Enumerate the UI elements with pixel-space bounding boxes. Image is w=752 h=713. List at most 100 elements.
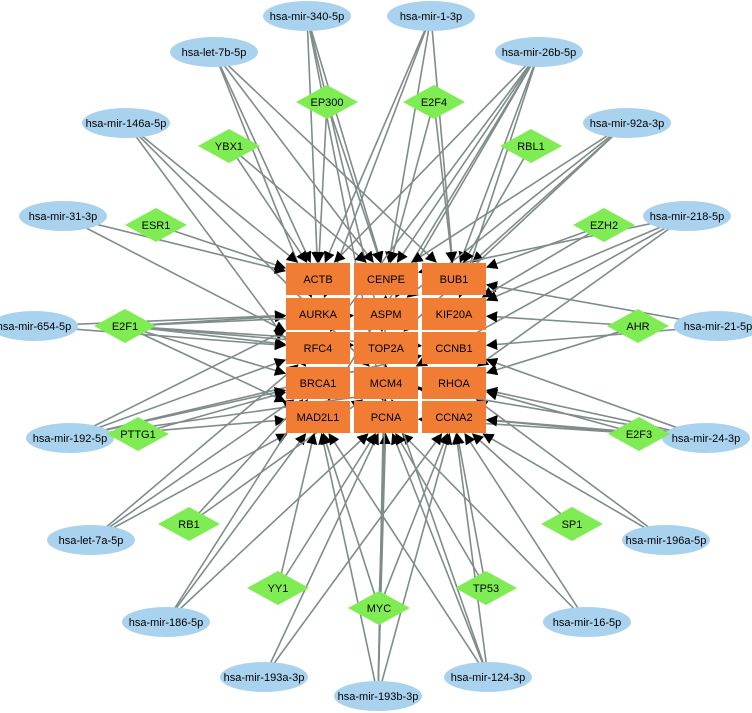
edge-m1-to-ACTB [324, 15, 432, 264]
mirna-node-m1[interactable]: hsa-mir-1-3p [387, 1, 475, 31]
mirna-ellipse [387, 1, 475, 31]
tf-node-MYC[interactable]: MYC [348, 591, 410, 625]
node-label: MYC [367, 603, 392, 615]
gene-node-ACTB[interactable]: ACTB [286, 263, 350, 295]
node-label: hsa-mir-21-5p [684, 321, 752, 333]
node-label: RHOA [438, 378, 470, 390]
tf-node-EZH2[interactable]: EZH2 [573, 208, 635, 242]
gene-node-CCNB1[interactable]: CCNB1 [422, 332, 486, 364]
tf-node-PTTG1[interactable]: PTTG1 [107, 417, 169, 451]
gene-node-KIF20A[interactable]: KIF20A [422, 298, 486, 330]
edge-m218-to-RHOA [476, 215, 688, 367]
mirna-node-m186[interactable]: hsa-mir-186-5p [122, 607, 210, 637]
mirna-node-m26b[interactable]: hsa-mir-26b-5p [495, 37, 583, 67]
tf-node-E2F4[interactable]: E2F4 [403, 85, 465, 119]
gene-node-PCNA[interactable]: PCNA [354, 401, 418, 433]
mirna-node-m24[interactable]: hsa-mir-24-3p [662, 423, 750, 453]
mirna-node-m193b[interactable]: hsa-mir-193b-3p [334, 681, 422, 711]
node-label: hsa-mir-16-5p [553, 617, 621, 629]
gene-node-CCNA2[interactable]: CCNA2 [422, 401, 486, 433]
gene-node-RHOA[interactable]: RHOA [422, 367, 486, 399]
edge-YY1-to-PCNA [277, 433, 376, 589]
gene-node-AURKA[interactable]: AURKA [286, 298, 350, 330]
mirna-node-l7a[interactable]: hsa-let-7a-5p [47, 525, 135, 555]
mirna-node-m124[interactable]: hsa-mir-124-3p [444, 662, 532, 692]
edge-m186-to-BRCA1 [165, 399, 308, 623]
tf-diamond [198, 129, 260, 163]
gene-rect [286, 298, 350, 330]
gene-rect [286, 263, 350, 295]
edge-l7b-to-CENPE [213, 51, 374, 263]
mirna-node-m340[interactable]: hsa-mir-340-5p [263, 1, 351, 31]
gene-node-BRCA1[interactable]: BRCA1 [286, 367, 350, 399]
tf-diamond [125, 208, 187, 242]
node-label: BRCA1 [300, 378, 337, 390]
tf-node-RBL1[interactable]: RBL1 [500, 129, 562, 163]
mirna-node-m16[interactable]: hsa-mir-16-5p [543, 607, 631, 637]
node-label: hsa-mir-24-3p [672, 433, 740, 445]
node-label: hsa-mir-146a-5p [86, 118, 167, 130]
tf-node-SP1[interactable]: SP1 [541, 507, 603, 541]
edge-AHR-to-RHOA [485, 325, 639, 376]
gene-node-MAD2L1[interactable]: MAD2L1 [286, 401, 350, 433]
node-label: ESR1 [142, 220, 171, 232]
mirna-node-m31[interactable]: hsa-mir-31-3p [19, 201, 107, 231]
mirna-ellipse [26, 423, 114, 453]
gene-rect [354, 401, 418, 433]
node-label: hsa-mir-26b-5p [502, 47, 577, 59]
edge-YY1-to-MAD2L1 [277, 432, 318, 589]
tf-diamond [94, 309, 156, 343]
node-label: hsa-mir-218-5p [650, 211, 725, 223]
tf-node-YY1[interactable]: YY1 [247, 571, 309, 605]
mirna-ellipse [47, 525, 135, 555]
edge-m193b-to-MAD2L1 [318, 432, 379, 697]
tf-node-E2F1[interactable]: E2F1 [94, 309, 156, 343]
mirna-node-m92a[interactable]: hsa-mir-92a-3p [583, 108, 671, 138]
node-label: hsa-mir-193b-3p [338, 691, 419, 703]
gene-node-CENPE[interactable]: CENPE [354, 263, 418, 295]
gene-node-TOP2A[interactable]: TOP2A [354, 332, 418, 364]
tf-diamond [348, 591, 410, 625]
gene-node-ASPM[interactable]: ASPM [354, 298, 418, 330]
edge-l7a-to-MAD2L1 [90, 433, 288, 541]
node-label: BUB1 [440, 274, 469, 286]
mirna-node-m193a[interactable]: hsa-mir-193a-3p [220, 662, 308, 692]
edge-EZH2-to-KIF20A [481, 224, 605, 298]
node-label: CCNA2 [435, 412, 472, 424]
edge-m26b-to-KIF20A [457, 51, 540, 299]
mirna-node-l7b[interactable]: hsa-let-7b-5p [170, 37, 258, 67]
node-label: PCNA [371, 412, 402, 424]
node-label: SP1 [562, 519, 583, 531]
mirna-ellipse [662, 423, 750, 453]
mirna-node-m192[interactable]: hsa-mir-192-5p [26, 423, 114, 453]
tf-node-RB1[interactable]: RB1 [158, 507, 220, 541]
gene-node-RFC4[interactable]: RFC4 [286, 332, 350, 364]
mirna-node-m218[interactable]: hsa-mir-218-5p [643, 201, 731, 231]
edge-MYC-to-MCM4 [378, 398, 391, 609]
edge-m124-to-MCM4 [389, 398, 489, 678]
gene-node-MCM4[interactable]: MCM4 [354, 367, 418, 399]
tf-node-TP53[interactable]: TP53 [455, 571, 517, 605]
edge-m124-to-PCNA [391, 432, 489, 678]
node-label: MCM4 [370, 378, 402, 390]
tf-node-AHR[interactable]: AHR [607, 309, 669, 343]
node-label: RFC4 [304, 343, 333, 355]
edge-m196a-to-CCNA2 [482, 433, 667, 541]
edge-PTTG1-to-BRCA1 [137, 389, 287, 435]
tf-node-ESR1[interactable]: ESR1 [125, 208, 187, 242]
tf-node-E2F3[interactable]: E2F3 [608, 417, 670, 451]
gene-node-BUB1[interactable]: BUB1 [422, 263, 486, 295]
node-label: hsa-mir-193a-3p [224, 672, 305, 684]
mirna-node-m196a[interactable]: hsa-mir-196a-5p [622, 525, 710, 555]
mirna-node-m146a[interactable]: hsa-mir-146a-5p [82, 108, 170, 138]
tf-node-YBX1[interactable]: YBX1 [198, 129, 260, 163]
edge-TP53-to-CCNA2 [453, 432, 487, 589]
node-label: E2F1 [112, 321, 138, 333]
gene-rect [354, 263, 418, 295]
edge-m193a-to-PCNA [263, 432, 379, 678]
mirna-node-m21[interactable]: hsa-mir-21-5p [674, 311, 752, 341]
gene-rect [354, 332, 418, 364]
node-label: AHR [626, 321, 649, 333]
mirna-node-m654[interactable]: hsa-mir-654-5p [0, 311, 78, 341]
tf-node-EP300[interactable]: EP300 [296, 85, 358, 119]
